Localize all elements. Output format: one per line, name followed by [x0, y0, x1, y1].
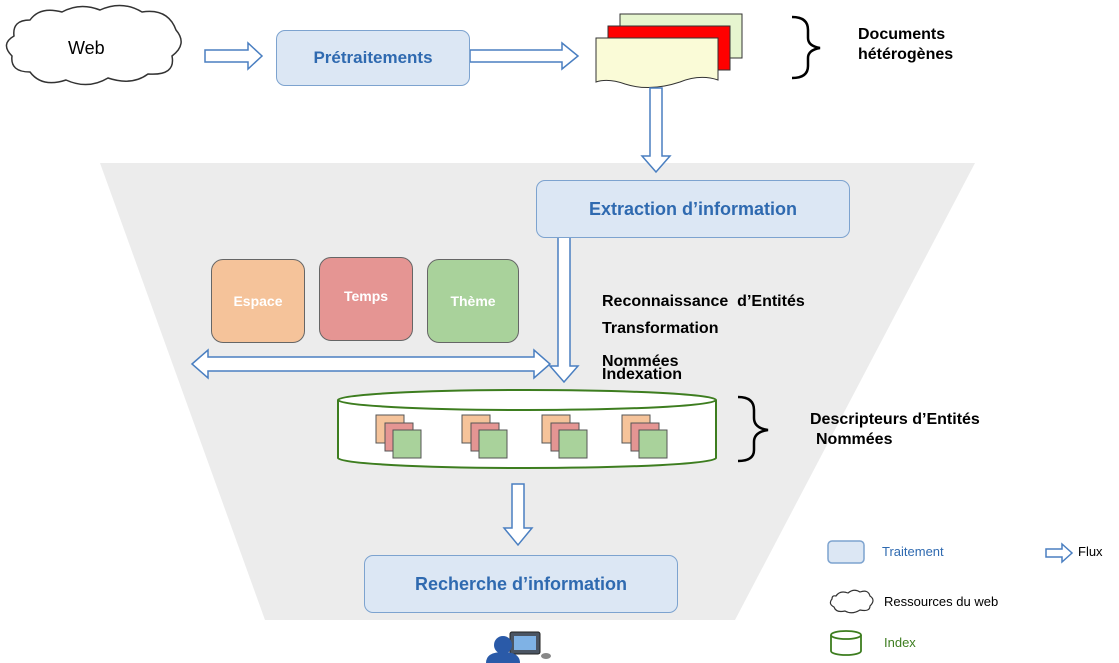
- pretraitements-label: Prétraitements: [313, 48, 433, 67]
- step-reconnaissance-line1: Reconnaissance d’Entités: [602, 293, 805, 310]
- legend-flux-arrow: [1045, 542, 1074, 564]
- step-reconnaissance-line2: Nommées: [602, 353, 679, 370]
- extraction-box: Extraction d’information: [536, 180, 850, 238]
- pretraitements-box: Prétraitements: [276, 30, 470, 86]
- step-reconnaissance: Reconnaissance d’Entités Nommées: [602, 252, 805, 392]
- arrow-documents-to-extraction: [640, 87, 672, 174]
- descripteurs-label-line2: Nommées: [816, 431, 893, 448]
- extraction-label: Extraction d’information: [588, 198, 797, 219]
- brace-documents: [791, 15, 821, 80]
- brace-descripteurs: [737, 395, 769, 463]
- legend-index-icon: [830, 630, 862, 656]
- descripteurs-label: Descripteurs d’Entités Nommées: [810, 410, 980, 450]
- legend-cloud-icon: [829, 589, 874, 614]
- legend-traitement-label: Traitement: [882, 544, 944, 559]
- recherche-box: Recherche d’information: [364, 555, 678, 613]
- legend-ressources-label: Ressources du web: [884, 594, 999, 609]
- category-theme: Thème: [427, 259, 519, 343]
- arrow-index-to-recherche: [502, 483, 534, 547]
- index-cylinder-top: [337, 389, 717, 411]
- recherche-label: Recherche d’information: [414, 573, 628, 594]
- descriptor-group-3: [541, 414, 588, 459]
- arrow-extraction-to-index: [548, 236, 580, 384]
- documents-label-line1: Documents: [858, 26, 946, 43]
- documents-label: Documents hétérogènes: [858, 25, 953, 65]
- web-cloud-icon: [5, 4, 182, 86]
- double-arrow-categories-index: [190, 348, 552, 380]
- category-espace-label: Espace: [233, 293, 283, 309]
- category-temps: Temps: [319, 257, 413, 341]
- step-indexation: Indexation: [602, 366, 683, 383]
- legend-index-label: Index: [884, 635, 916, 650]
- descriptor-group-1: [375, 414, 422, 459]
- user-computer-icon: [486, 631, 551, 663]
- descriptor-group-2: [461, 414, 508, 459]
- documents-label-line2: hétérogènes: [858, 46, 954, 63]
- descriptor-group-4: [621, 414, 668, 459]
- descripteurs-label-line1: Descripteurs d’Entités: [810, 411, 980, 428]
- document-sheet-yellow: [595, 37, 719, 88]
- category-temps-label: Temps: [343, 288, 389, 304]
- arrow-pretraitements-to-documents: [469, 41, 580, 71]
- category-theme-label: Thème: [450, 293, 496, 309]
- web-label: Web: [68, 38, 105, 58]
- legend-traitement-swatch: [827, 540, 865, 564]
- legend-flux-label: Flux: [1078, 544, 1103, 559]
- category-espace: Espace: [211, 259, 305, 343]
- arrow-web-to-pretraitements: [204, 41, 264, 71]
- step-transformation: Transformation: [602, 320, 719, 337]
